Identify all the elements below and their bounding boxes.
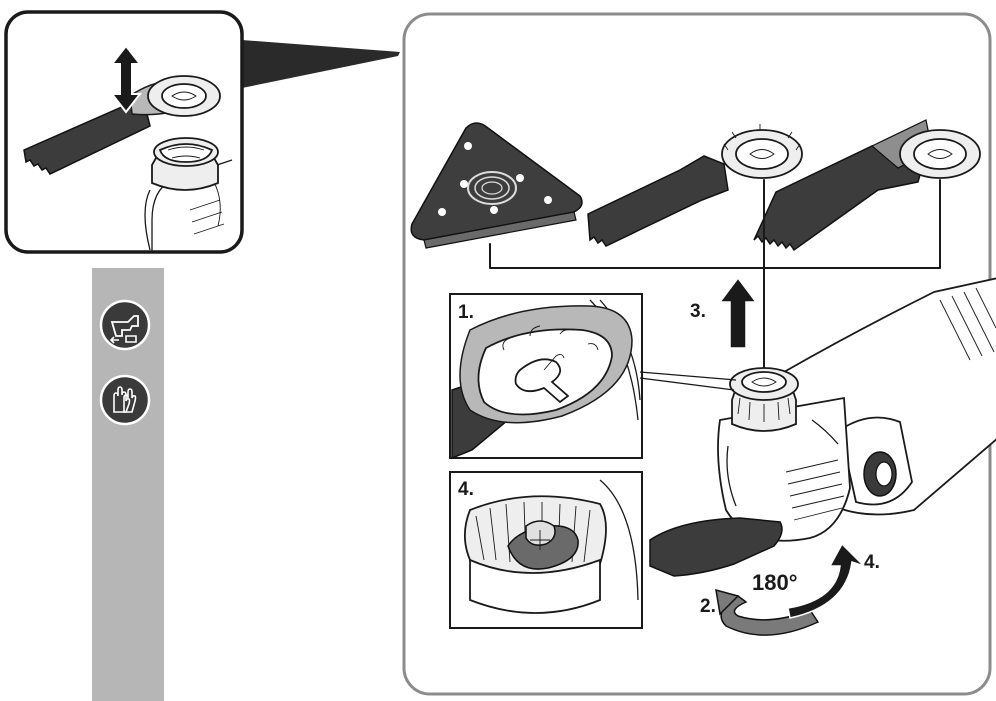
label-step-4: 4. bbox=[864, 552, 880, 573]
label-step-2: 2. bbox=[700, 596, 716, 617]
lift-arrow bbox=[718, 276, 758, 349]
detail-inset bbox=[4, 10, 400, 254]
callout-connector bbox=[242, 40, 400, 88]
label-step-4-inset: 4. bbox=[458, 479, 474, 500]
multitool bbox=[649, 277, 996, 577]
rotation-arrows bbox=[715, 542, 865, 636]
label-step-1: 1. bbox=[458, 302, 474, 323]
mounted-blade bbox=[649, 517, 783, 577]
sanding-pad bbox=[410, 122, 583, 241]
accessory-set bbox=[410, 119, 981, 385]
unplug-tool-icon bbox=[99, 299, 151, 351]
plunge-blade bbox=[587, 155, 729, 247]
inset-step-1 bbox=[449, 293, 737, 460]
wear-gloves-icon bbox=[99, 374, 151, 426]
inset-step-4 bbox=[449, 471, 643, 629]
label-rotation-angle: 180° bbox=[752, 570, 798, 595]
label-step-3: 3. bbox=[690, 301, 706, 322]
